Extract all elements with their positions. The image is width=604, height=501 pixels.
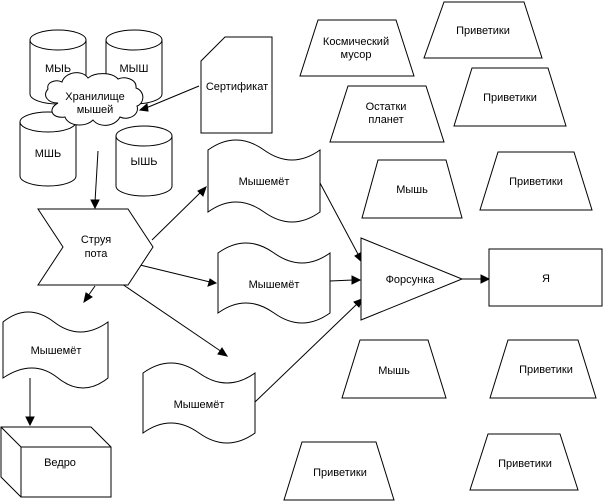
nozzle-triangle: Форсунка — [360, 237, 464, 321]
certificate-document: Сертификат — [200, 36, 273, 134]
greeting-label-3: Приветики — [509, 176, 563, 188]
greeting-trapezoid-2: Приветики — [453, 67, 567, 127]
me-box: Я — [488, 248, 603, 307]
edge-stream-to-mouse-thrower-2 — [139, 264, 218, 287]
greeting-trapezoid-1: Приветики — [423, 1, 543, 59]
database-label-yshj: ЫШЬ — [130, 156, 157, 168]
connectors — [25, 85, 491, 427]
storage-cloud: Хранилище мышей — [45, 72, 144, 126]
edge-mouse-thrower-4-to-bucket — [25, 378, 35, 427]
mouse-thrower-4-label: Мышемёт — [31, 345, 82, 357]
planet-remains-trapezoid: Остатки планет — [329, 85, 445, 143]
space-debris-trapezoid: Космический мусор — [299, 19, 415, 77]
mouse-thrower-3: Мышемёт — [142, 362, 256, 444]
mouse-trapezoid-2: Мышь — [341, 339, 447, 399]
edge-mouse-thrower-1-to-nozzle — [319, 182, 363, 264]
planet-remains-label-line-2: планет — [368, 114, 403, 126]
edge-nozzle-to-me — [462, 274, 491, 284]
greeting-trapezoid-4: Приветики — [489, 339, 597, 399]
edge-stream-to-mouse-thrower-3 — [121, 283, 229, 357]
mouse-label-1: Мышь — [396, 184, 428, 196]
storage-cloud-label-line-1: Хранилище — [65, 91, 124, 103]
mouse-thrower-2-label: Мышемёт — [249, 279, 300, 291]
nozzle-label: Форсунка — [386, 274, 436, 286]
space-debris-label-line-2: мусор — [341, 49, 372, 61]
planet-remains-label-line-1: Остатки — [366, 101, 407, 113]
mouse-label-2: Мышь — [378, 365, 410, 377]
me-label: Я — [542, 273, 550, 285]
edge-mouse-thrower-2-to-nozzle — [329, 275, 362, 285]
mouse-thrower-1: Мышемёт — [207, 139, 321, 223]
certificate-label: Сертификат — [206, 81, 268, 93]
space-debris-label-line-1: Космический — [323, 36, 389, 48]
bucket-label: Ведро — [44, 457, 76, 469]
mouse-thrower-3-label: Мышемёт — [174, 399, 225, 411]
mouse-thrower-1-label: Мышемёт — [239, 176, 290, 188]
edge-storage-to-stream — [90, 150, 100, 210]
database-yshj: ЫШЬ — [115, 125, 173, 197]
database-label-mshj: МШЬ — [35, 148, 61, 160]
mouse-trapezoid-1: Мышь — [361, 159, 463, 219]
mouse-thrower-2: Мышемёт — [217, 242, 331, 324]
stream-step: Струя пота — [37, 208, 154, 286]
greeting-label-5: Приветики — [313, 467, 367, 479]
greeting-label-6: Приветики — [498, 458, 552, 470]
edge-certificate-to-storage — [138, 85, 200, 112]
database-mshj: МШЬ — [19, 111, 77, 187]
greeting-label-2: Приветики — [483, 92, 537, 104]
stream-label-line-1: Струя — [81, 234, 111, 246]
storage-cloud-label-line-2: мышей — [77, 104, 114, 116]
greeting-label-1: Приветики — [456, 25, 510, 37]
greeting-trapezoid-6: Приветики — [469, 433, 579, 491]
greeting-trapezoid-3: Приветики — [479, 151, 593, 211]
stream-label-line-2: пота — [85, 248, 109, 260]
greeting-trapezoid-5: Приветики — [283, 441, 395, 501]
bucket-cube: Ведро — [0, 426, 112, 498]
edge-stream-to-mouse-thrower-1 — [151, 186, 207, 241]
edge-stream-to-mouse-thrower-4 — [83, 285, 96, 304]
greeting-label-4: Приветики — [519, 364, 573, 376]
database-label-mysh: МЫШ — [120, 63, 149, 75]
database-label-myj: МЫЬ — [45, 63, 71, 75]
database-myj: МЫЬ — [29, 29, 87, 105]
mouse-thrower-4: Мышемёт — [2, 311, 109, 389]
